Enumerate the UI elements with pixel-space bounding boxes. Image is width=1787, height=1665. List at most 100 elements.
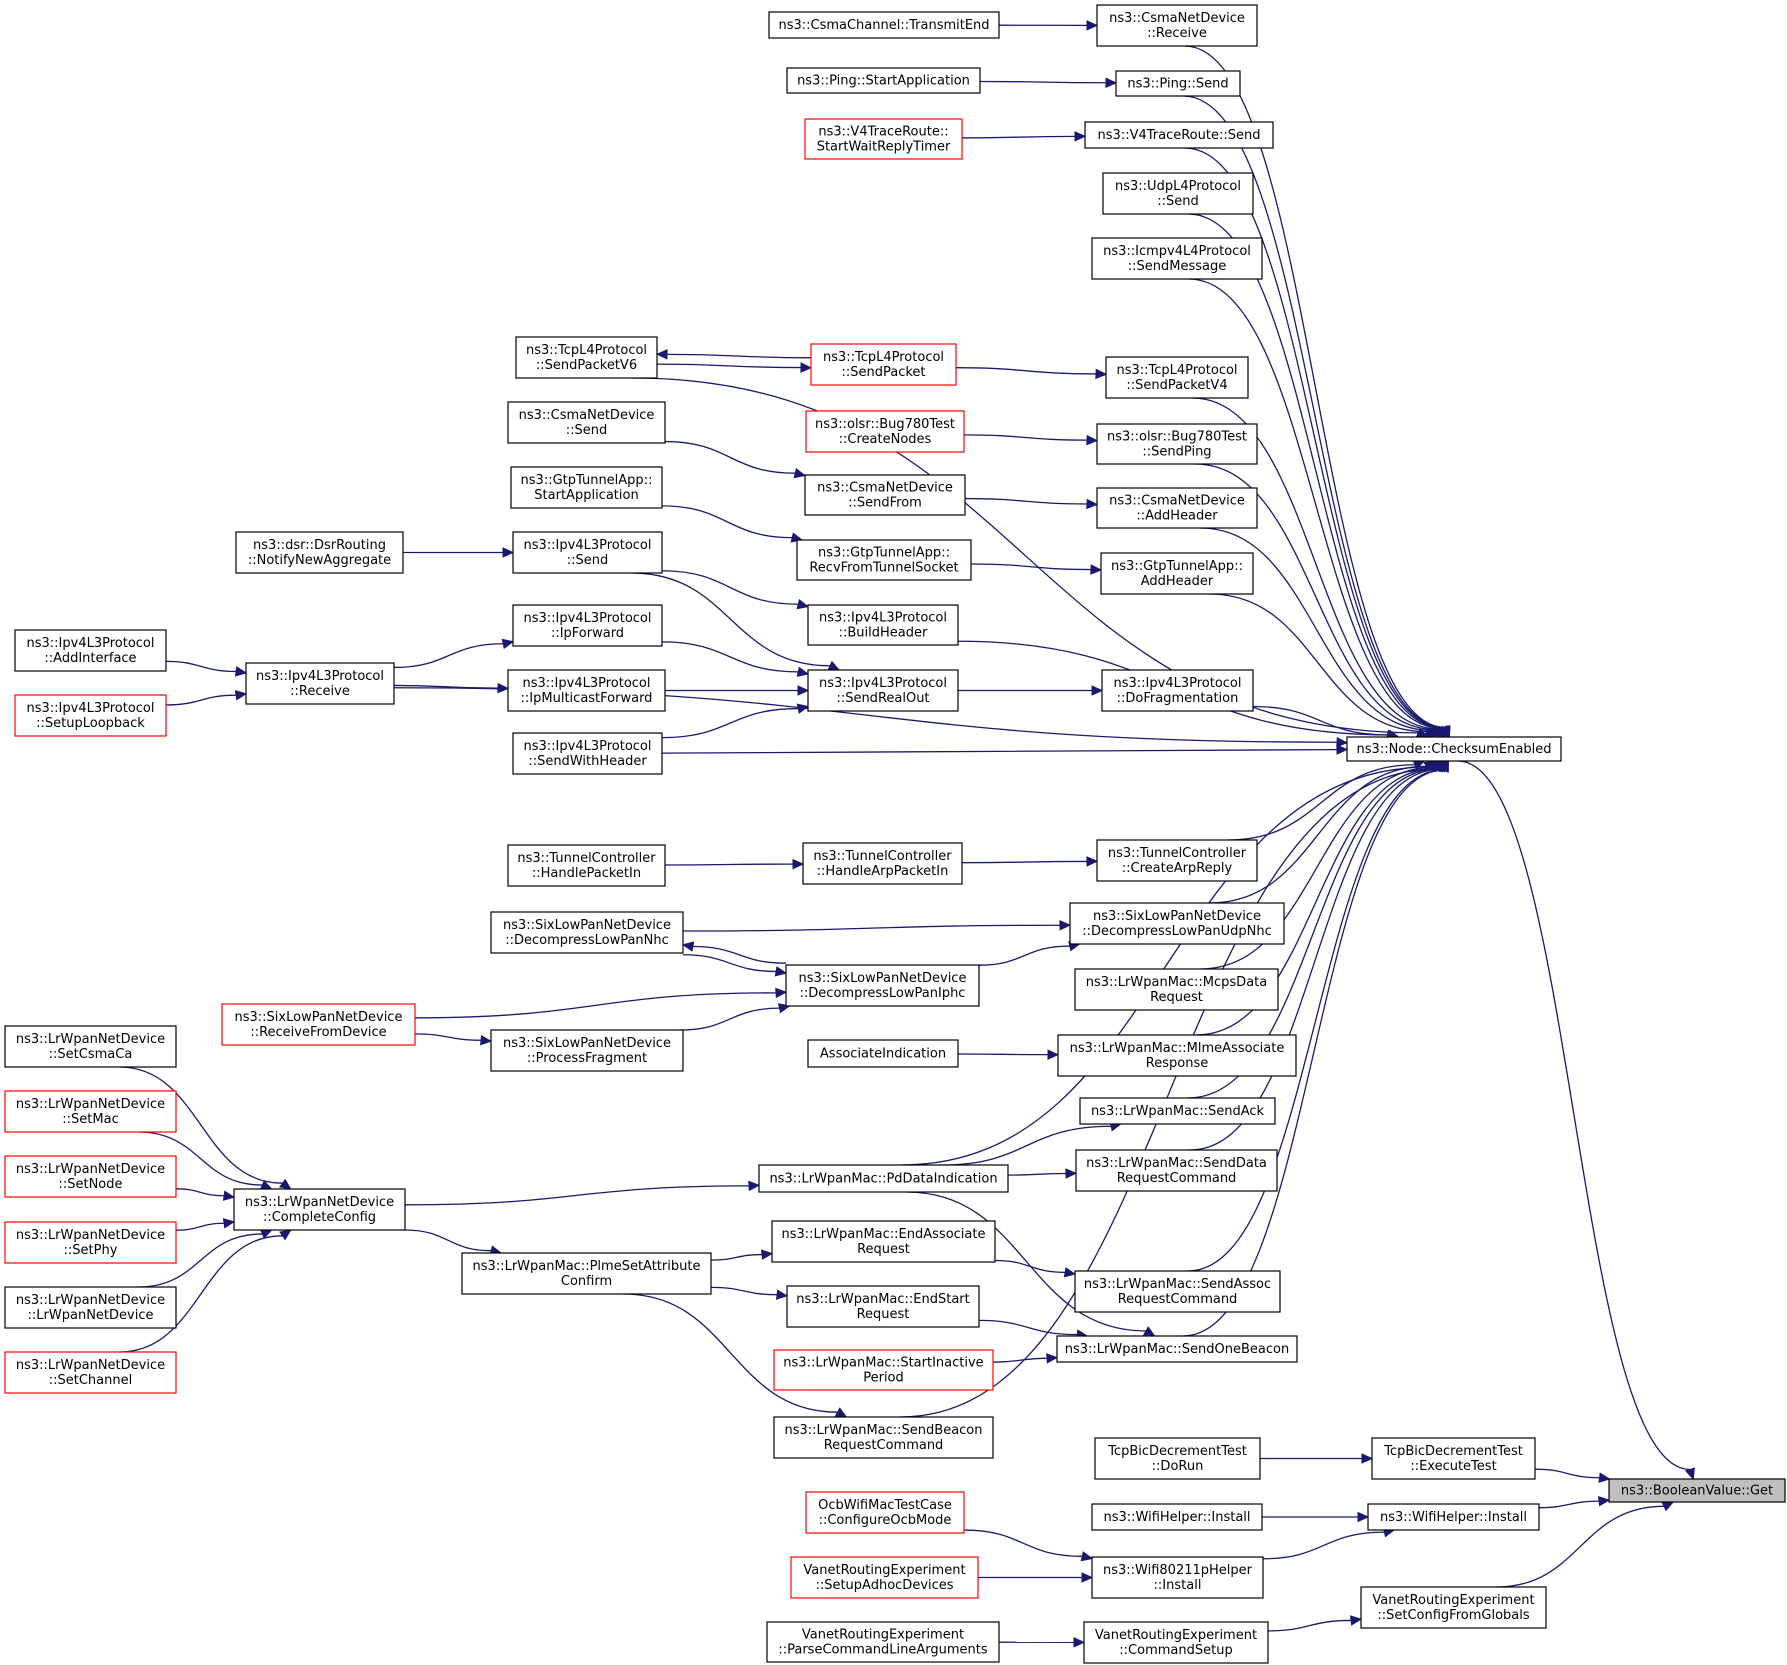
node-label: ::CreateArpReply — [1122, 861, 1233, 876]
graph-node-ipv4-receive[interactable]: ns3::Ipv4L3Protocol::Receive — [245, 662, 395, 705]
node-box — [1100, 552, 1254, 595]
graph-node-lrdev-setcsmaca[interactable]: ns3::LrWpanNetDevice::SetCsmaCa — [4, 1025, 177, 1068]
graph-node-wifi80211p-install[interactable]: ns3::Wifi80211pHelper::Install — [1091, 1556, 1264, 1599]
graph-node-ipv4-send[interactable]: ns3::Ipv4L3Protocol::Send — [512, 531, 663, 574]
graph-node-gtp-recv[interactable]: ns3::GtpTunnelApp::RecvFromTunnelSocket — [796, 539, 972, 581]
graph-node-vanet-cmdsetup[interactable]: VanetRoutingExperiment::CommandSetup — [1083, 1621, 1269, 1664]
graph-node-ipv4-dofrag[interactable]: ns3::Ipv4L3Protocol::DoFragmentation — [1101, 669, 1254, 712]
graph-node-six-decompiphc[interactable]: ns3::SixLowPanNetDevice::DecompressLowPa… — [785, 964, 980, 1007]
node-box — [14, 694, 167, 737]
node-label: ::Send — [1157, 194, 1199, 209]
call-edge-line — [963, 1529, 1083, 1557]
node-label: ns3::GtpTunnelApp:: — [521, 473, 653, 488]
graph-node-lrdev-setchannel[interactable]: ns3::LrWpanNetDevice::SetChannel — [4, 1351, 177, 1394]
graph-node-lrdev-completeconfig[interactable]: ns3::LrWpanNetDevice::CompleteConfig — [233, 1188, 406, 1231]
graph-node-ping-send[interactable]: ns3::Ping::Send — [1115, 70, 1241, 97]
graph-node-six-decompnhc[interactable]: ns3::SixLowPanNetDevice::DecompressLowPa… — [490, 911, 684, 954]
graph-node-tcp-sendpacketv6[interactable]: ns3::TcpL4Protocol::SendPacketV6 — [515, 336, 658, 379]
graph-node-lrdev-setphy[interactable]: ns3::LrWpanNetDevice::SetPhy — [4, 1221, 177, 1264]
graph-node-udpl4-send[interactable]: ns3::UdpL4Protocol::Send — [1102, 172, 1254, 215]
graph-node-wifihelper-install-l[interactable]: ns3::WifiHelper::Install — [1091, 1503, 1263, 1531]
arrowhead — [1357, 1511, 1370, 1523]
node-box — [810, 343, 957, 386]
graph-node-lrmac-sendonebeacon[interactable]: ns3::LrWpanMac::SendOneBeacon — [1056, 1335, 1298, 1363]
call-edge-line — [404, 1229, 492, 1252]
graph-node-vanet-parsecmd[interactable]: VanetRoutingExperiment::ParseCommandLine… — [766, 1621, 1000, 1663]
graph-node-assoc-ind[interactable]: AssociateIndication — [807, 1039, 959, 1068]
graph-node-csma-addheader[interactable]: ns3::CsmaNetDevice::AddHeader — [1096, 487, 1258, 529]
graph-node-tunnel-createarp[interactable]: ns3::TunnelController::CreateArpReply — [1096, 839, 1258, 882]
graph-node-six-procfrag[interactable]: ns3::SixLowPanNetDevice::ProcessFragment — [490, 1029, 684, 1072]
call-edge-udpl4_send-to-checksum — [1188, 213, 1449, 739]
graph-node-lrdev-ctor[interactable]: ns3::LrWpanNetDevice::LrWpanNetDevice — [4, 1286, 177, 1329]
node-label: ns3::BooleanValue::Get — [1621, 1484, 1773, 1499]
call-edge-gtp_addheader-to-checksum — [1209, 593, 1437, 738]
call-edge-ipv4_receive-to-ipv4_ipforward — [393, 638, 515, 669]
graph-node-vanet-setupadhoc[interactable]: VanetRoutingExperiment::SetupAdhocDevice… — [790, 1556, 979, 1599]
graph-node-tunnel-handlepkt[interactable]: ns3::TunnelController::HandlePacketIn — [507, 844, 666, 887]
graph-node-tunnel-handlearp[interactable]: ns3::TunnelController::HandleArpPacketIn — [802, 842, 963, 885]
graph-node-ipv4-sendwithheader[interactable]: ns3::Ipv4L3Protocol::SendWithHeader — [512, 732, 663, 775]
graph-node-csma-send[interactable]: ns3::CsmaNetDevice::Send — [507, 401, 666, 444]
graph-node-ipv4-addinterface[interactable]: ns3::Ipv4L3Protocol::AddInterface — [14, 629, 167, 672]
graph-node-six-recvfromdev[interactable]: ns3::SixLowPanNetDevice::ReceiveFromDevi… — [221, 1003, 416, 1046]
graph-node-tcpbic-dorun[interactable]: TcpBicDecrementTest::DoRun — [1094, 1437, 1261, 1480]
arrowhead — [1086, 856, 1099, 867]
node-box — [804, 118, 963, 160]
graph-node-csma-transmitend[interactable]: ns3::CsmaChannel::TransmitEnd — [768, 11, 1000, 39]
graph-node-ipv4-ipmcast[interactable]: ns3::Ipv4L3Protocol::IpMulticastForward — [507, 669, 666, 712]
graph-node-v4tr-startwait[interactable]: ns3::V4TraceRoute::StartWaitReplyTimer — [804, 118, 963, 160]
graph-node-lrdev-setmac[interactable]: ns3::LrWpanNetDevice::SetMac — [4, 1090, 177, 1133]
graph-node-six-decompudpnhc[interactable]: ns3::SixLowPanNetDevice::DecompressLowPa… — [1069, 902, 1285, 945]
call-edge-line — [682, 954, 777, 973]
call-edge-tcp_sendpacket-to-tcp_sendpacketv6 — [655, 349, 812, 360]
graph-node-ipv4-setuploop[interactable]: ns3::Ipv4L3Protocol::SetupLoopback — [14, 694, 167, 737]
call-edge-line — [901, 766, 1431, 1166]
node-label: ::SetNode — [58, 1177, 122, 1192]
graph-node-csma-receive[interactable]: ns3::CsmaNetDevice::Receive — [1096, 4, 1258, 47]
call-edge-line — [393, 643, 504, 669]
graph-node-tcp-sendpacketv4[interactable]: ns3::TcpL4Protocol::SendPacketV4 — [1105, 356, 1249, 399]
graph-node-ocb-config[interactable]: OcbWifiMacTestCase::ConfigureOcbMode — [805, 1491, 965, 1534]
graph-node-gtp-addheader[interactable]: ns3::GtpTunnelApp::AddHeader — [1100, 552, 1254, 595]
graph-node-olsr-sendping[interactable]: ns3::olsr::Bug780Test::SendPing — [1096, 423, 1258, 465]
node-box — [461, 1252, 712, 1295]
graph-node-wifihelper-install-r[interactable]: ns3::WifiHelper::Install — [1367, 1503, 1540, 1531]
node-label: Confirm — [561, 1274, 612, 1289]
graph-node-tcp-sendpacket[interactable]: ns3::TcpL4Protocol::SendPacket — [810, 343, 957, 386]
graph-node-ipv4-ipforward[interactable]: ns3::Ipv4L3Protocol::IpForward — [512, 604, 663, 647]
graph-node-vanet-setconfig[interactable]: VanetRoutingExperiment::SetConfigFromGlo… — [1360, 1586, 1547, 1629]
node-label: ::NotifyNewAggregate — [248, 553, 391, 568]
graph-node-ping-start[interactable]: ns3::Ping::StartApplication — [786, 67, 981, 94]
call-edge-line — [942, 1125, 1112, 1166]
graph-node-bool-get[interactable]: ns3::BooleanValue::Get — [1608, 1478, 1786, 1503]
node-label: ::SendPacketV4 — [1126, 378, 1227, 393]
graph-node-checksum[interactable]: ns3::Node::ChecksumEnabled — [1346, 736, 1562, 762]
graph-node-gtp-startapp[interactable]: ns3::GtpTunnelApp::StartApplication — [510, 466, 663, 509]
graph-node-icmpv4-sendmsg[interactable]: ns3::Icmpv4L4Protocol::SendMessage — [1091, 237, 1263, 280]
graph-node-v4tr-send[interactable]: ns3::V4TraceRoute::Send — [1084, 121, 1274, 149]
graph-node-ipv4-buildheader[interactable]: ns3::Ipv4L3Protocol::BuildHeader — [807, 604, 959, 646]
call-edge-csma_send-to-csma_sendfrom — [664, 440, 807, 479]
graph-node-lrmac-pddata[interactable]: ns3::LrWpanMac::PdDataIndication — [758, 1164, 1009, 1193]
graph-node-tcpbic-exec[interactable]: TcpBicDecrementTest::ExecuteTest — [1371, 1437, 1536, 1480]
graph-node-olsr-createnodes[interactable]: ns3::olsr::Bug780Test::CreateNodes — [805, 410, 965, 453]
graph-node-ipv4-sendrealout[interactable]: ns3::Ipv4L3Protocol::SendRealOut — [807, 669, 959, 712]
graph-node-csma-sendfrom[interactable]: ns3::CsmaNetDevice::SendFrom — [804, 474, 966, 516]
call-edge-six_recvfromdev-to-six_procfrag — [414, 1033, 493, 1046]
graph-node-lrmac-sendack[interactable]: ns3::LrWpanMac::SendAck — [1079, 1097, 1276, 1125]
graph-node-lrdev-setnode[interactable]: ns3::LrWpanNetDevice::SetNode — [4, 1155, 177, 1198]
call-edge-lrdev_completeconfig-to-lrmac_pddata — [404, 1180, 761, 1206]
call-edge-ipv4_sendwithheader-to-checksum — [661, 744, 1349, 755]
graph-node-dsr-notify[interactable]: ns3::dsr::DsrRouting::NotifyNewAggregate — [235, 531, 404, 574]
node-label: ns3::SixLowPanNetDevice — [503, 918, 671, 933]
